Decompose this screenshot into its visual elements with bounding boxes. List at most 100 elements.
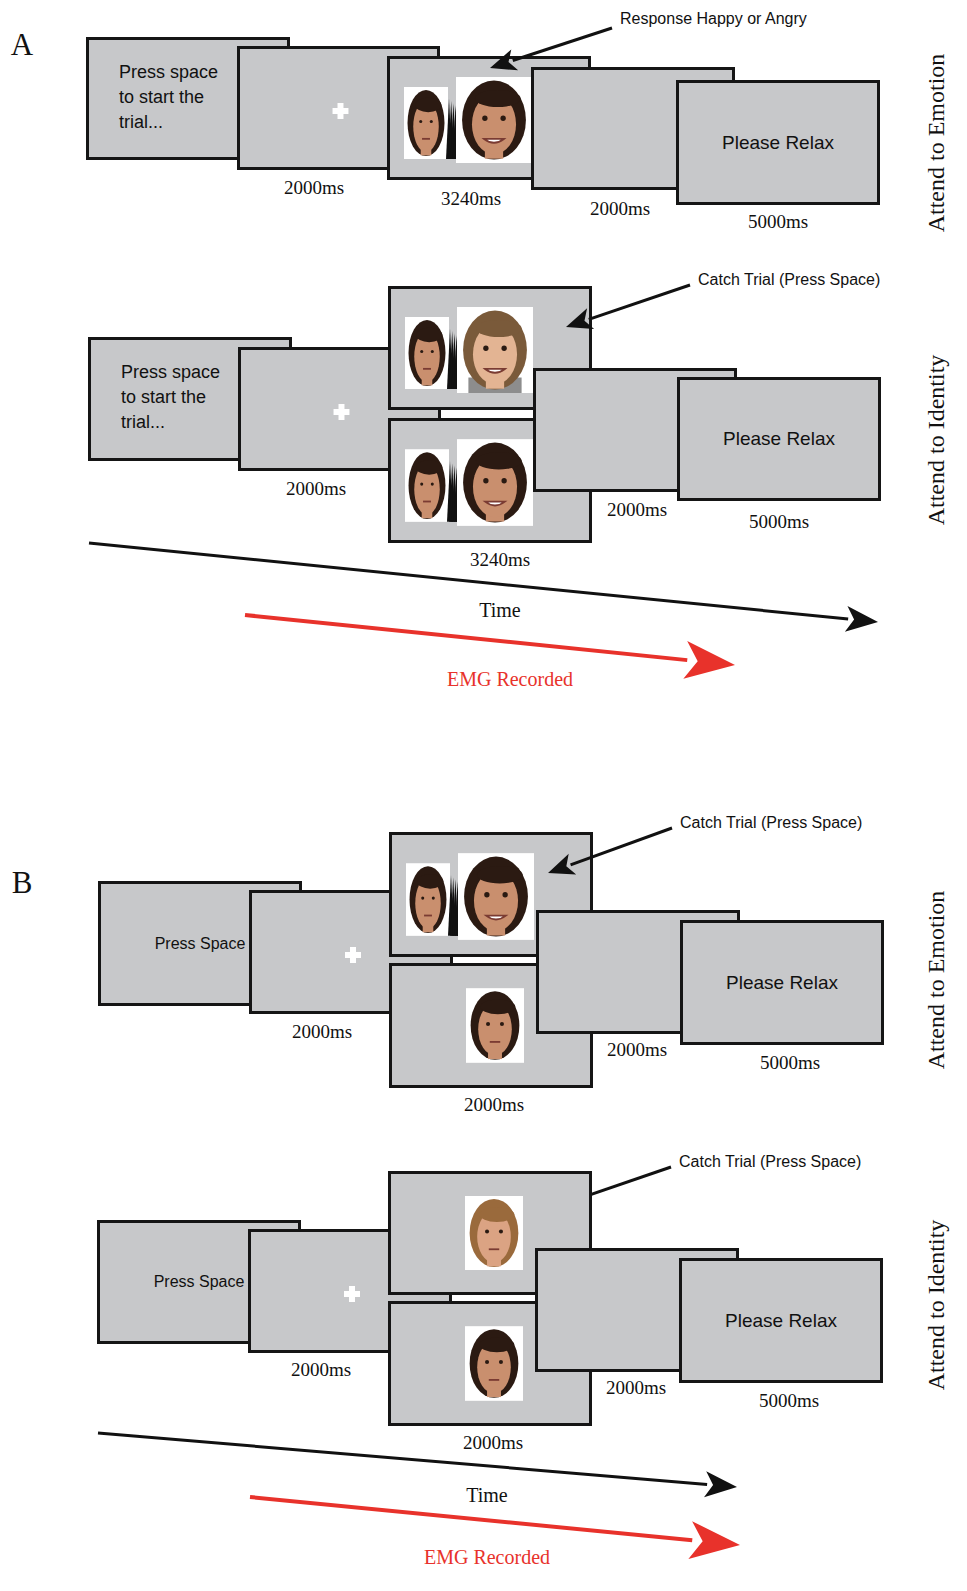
- mouth: [423, 368, 431, 370]
- timing-label: 2000ms: [292, 1021, 352, 1043]
- timing-label: 3240ms: [470, 549, 530, 571]
- mouth: [485, 502, 505, 506]
- condition-label: Attend to Emotion: [923, 54, 950, 233]
- eye: [432, 897, 435, 900]
- hair: [471, 991, 520, 1060]
- timing-label: B: [12, 865, 33, 901]
- timing-label: A: [11, 27, 33, 63]
- mouth: [424, 915, 432, 917]
- callout-arrow: [589, 285, 690, 319]
- hair: [463, 443, 527, 523]
- eye: [430, 120, 433, 123]
- eye: [482, 116, 487, 121]
- timing-label: Time: [479, 599, 521, 622]
- callout-text: Catch Trial (Press Space): [698, 271, 880, 289]
- mouth: [423, 501, 431, 503]
- photo-background: [465, 1196, 523, 1270]
- time-axis: [89, 543, 848, 619]
- mouth: [486, 916, 506, 920]
- timing-label: 2000ms: [284, 177, 344, 199]
- fixation-cross: [349, 1286, 355, 1302]
- screen-text: Please Relax: [683, 972, 881, 994]
- mouth: [422, 138, 430, 140]
- timing-label: 3240ms: [441, 188, 501, 210]
- screen-text: Please Relax: [679, 132, 877, 154]
- callout-text: Response Happy or Angry: [620, 10, 807, 28]
- photo-background: [406, 863, 450, 936]
- eye: [431, 350, 434, 353]
- timing-label: 2000ms: [606, 1377, 666, 1399]
- hair-fringe: [481, 999, 516, 1014]
- screen-box: Please Relax: [679, 1258, 883, 1383]
- eye: [484, 892, 489, 897]
- timing-label: Time: [466, 1484, 508, 1507]
- photo-background: [457, 439, 533, 526]
- eye: [421, 897, 424, 900]
- hair-fringe: [475, 90, 521, 107]
- time-axis-head: [845, 606, 878, 632]
- condition-label: Attend to Emotion: [923, 891, 950, 1070]
- hair-fringe: [480, 1207, 515, 1222]
- timing-label: EMG Recorded: [424, 1546, 550, 1569]
- timing-label: 2000ms: [286, 478, 346, 500]
- condition-label: Attend to Identity: [923, 1220, 950, 1391]
- screen-text: Press space to start the trial...: [121, 360, 231, 435]
- emg-arrow: [245, 615, 687, 660]
- condition-label: Attend to Identity: [923, 355, 950, 526]
- eye: [483, 346, 488, 351]
- eye: [502, 892, 507, 897]
- eye: [500, 1022, 504, 1026]
- mouth: [489, 1248, 499, 1250]
- photo-background: [405, 449, 449, 522]
- screen-box: Please Relax: [680, 920, 884, 1045]
- eye: [419, 120, 422, 123]
- eye: [431, 483, 434, 486]
- screen-text: Press space to start the trial...: [119, 60, 229, 135]
- timing-label: 5000ms: [760, 1052, 820, 1074]
- timing-label: EMG Recorded: [447, 668, 573, 691]
- hair: [410, 866, 447, 933]
- hair-fringe: [480, 1337, 515, 1352]
- eye: [499, 1360, 503, 1364]
- eye: [500, 116, 505, 121]
- photo-background: [457, 307, 533, 393]
- eye: [485, 1229, 489, 1233]
- emg-arrow-head: [688, 1521, 740, 1559]
- timing-label: 2000ms: [464, 1094, 524, 1116]
- hair: [409, 452, 446, 519]
- hair: [470, 1199, 519, 1267]
- timing-label: 5000ms: [759, 1390, 819, 1412]
- eye: [501, 346, 506, 351]
- eye: [501, 478, 506, 483]
- hair: [464, 857, 528, 937]
- hair: [408, 90, 445, 156]
- screen-text: Please Relax: [682, 1310, 880, 1332]
- hair: [470, 1329, 519, 1398]
- hair-fringe: [476, 320, 522, 337]
- hair-fringe: [476, 452, 522, 469]
- hair-fringe: [416, 460, 442, 475]
- hair-fringe: [417, 874, 443, 889]
- time-axis-head: [704, 1471, 737, 1497]
- timing-label: 2000ms: [291, 1359, 351, 1381]
- timing-label: 5000ms: [748, 211, 808, 233]
- screen-text: Please Relax: [680, 428, 878, 450]
- photo-background: [466, 988, 524, 1063]
- eye: [486, 1022, 490, 1026]
- timing-label: 2000ms: [590, 198, 650, 220]
- fixation-cross: [338, 103, 344, 119]
- timing-label: 5000ms: [749, 511, 809, 533]
- eye: [420, 350, 423, 353]
- photo-background: [404, 87, 448, 159]
- hair: [409, 320, 446, 386]
- time-axis: [98, 1433, 707, 1484]
- timing-label: 2000ms: [607, 499, 667, 521]
- photo-background: [465, 1326, 523, 1401]
- mouth: [490, 1041, 500, 1043]
- photo-background: [405, 317, 449, 389]
- mouth: [484, 139, 504, 143]
- hair: [463, 310, 527, 389]
- fixation-cross: [350, 947, 356, 963]
- hair-fringe: [415, 98, 441, 112]
